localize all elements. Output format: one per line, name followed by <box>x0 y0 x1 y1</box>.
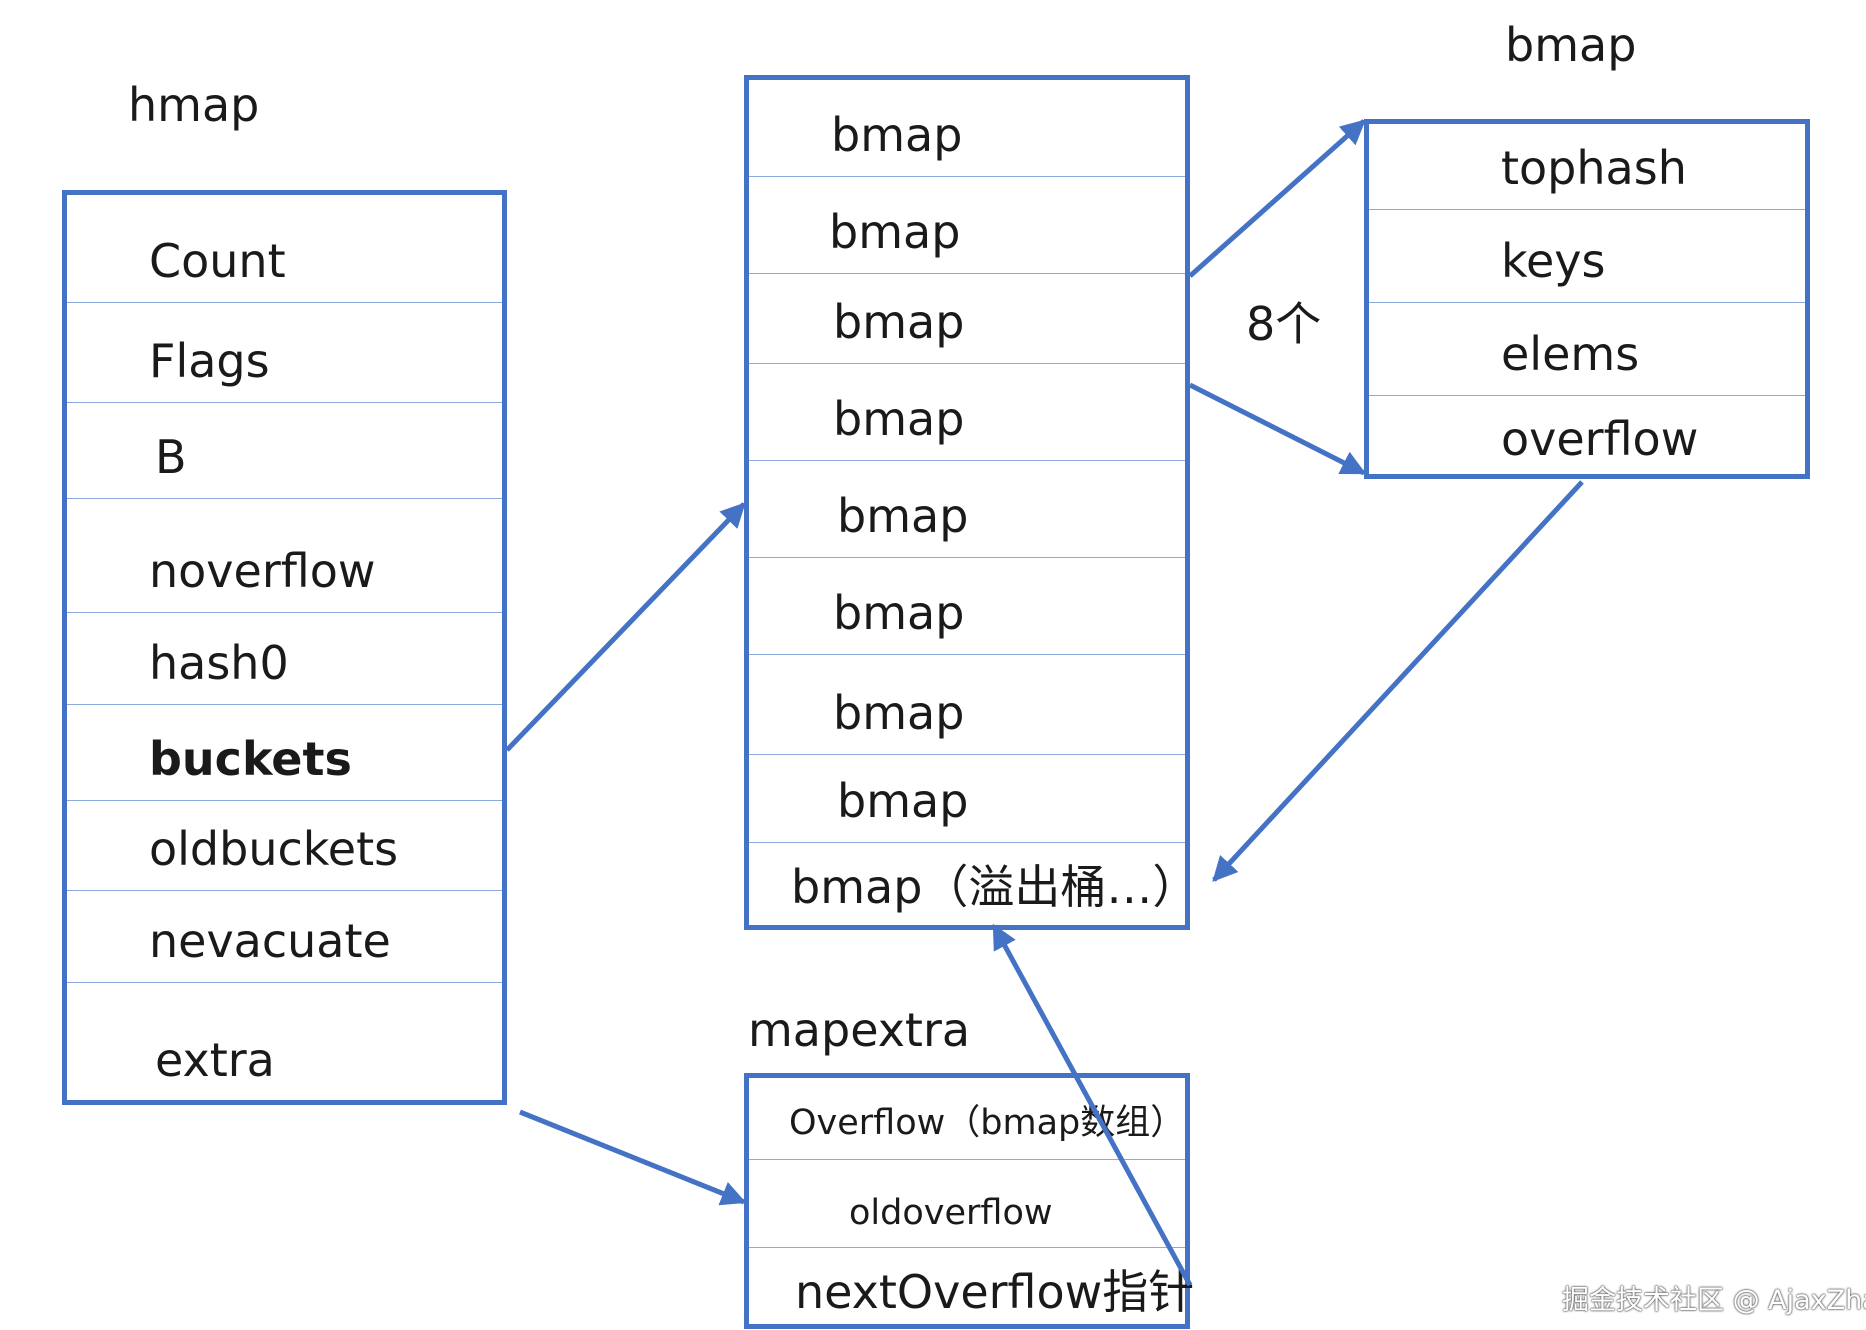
hmap-field-buckets: buckets <box>149 732 352 786</box>
hmap-field-hash0: hash0 <box>149 636 289 690</box>
mapextra-field-oldoverflow: oldoverflow <box>849 1193 1053 1233</box>
watermark: 掘金技术社区 @ AjaxZhan <box>1562 1285 1866 1316</box>
bucket-row: bmap <box>749 558 1185 655</box>
bucket-row: bmap <box>749 655 1185 755</box>
bucket-row: bmap（溢出桶…） <box>749 843 1198 931</box>
bucket-row: bmap <box>749 364 1185 461</box>
bmap-field-row: keys <box>1369 210 1805 303</box>
hmap-field-row: Flags <box>67 303 502 403</box>
bucket-row: bmap <box>749 755 1185 843</box>
mapextra-field-nextoverflow: nextOverflow指针 <box>795 1265 1195 1319</box>
mapextra-box: Overflow（bmap数组） oldoverflow nextOverflo… <box>744 1073 1194 1330</box>
arrow-extra-to-mapextra <box>519 1109 747 1206</box>
count-label: 8个 <box>1246 297 1322 351</box>
arrow-overflow-to-overflow-bucket <box>1212 480 1584 882</box>
arrow-bucket-to-bmap-top <box>1188 119 1366 278</box>
hmap-field-oldbuckets: oldbuckets <box>149 822 399 876</box>
hmap-box: Count Flags B noverflow hash0 buckets ol… <box>62 190 507 1105</box>
bmap-box: tophash keys elems overflow <box>1364 119 1810 479</box>
bucket-row: bmap <box>749 177 1185 274</box>
hmap-field-b: B <box>155 430 187 484</box>
hmap-field-row: noverflow <box>67 499 502 613</box>
bucket-item: bmap <box>837 489 969 543</box>
bmap-field-tophash: tophash <box>1501 141 1687 195</box>
mapextra-title: mapextra <box>748 1003 971 1057</box>
hmap-field-noverflow: noverflow <box>149 544 376 598</box>
hmap-field-extra: extra <box>155 1033 275 1087</box>
hmap-field-row: nevacuate <box>67 891 502 983</box>
hmap-field-row: extra <box>67 983 502 1101</box>
mapextra-field-overflow: Overflow（bmap数组） <box>789 1103 1186 1143</box>
mapextra-field-row: Overflow（bmap数组） <box>749 1078 1185 1160</box>
hmap-field-row: oldbuckets <box>67 801 502 891</box>
hmap-title: hmap <box>128 78 260 132</box>
bucket-item: bmap <box>829 205 961 259</box>
hmap-field-flags: Flags <box>149 334 270 388</box>
bucket-item-overflow: bmap（溢出桶…） <box>791 860 1199 914</box>
bucket-item: bmap <box>837 774 969 828</box>
bucket-row: bmap <box>749 80 1185 177</box>
hmap-field-row: hash0 <box>67 613 502 705</box>
bmap-title: bmap <box>1505 18 1637 72</box>
mapextra-field-row: oldoverflow <box>749 1160 1185 1248</box>
bucket-row: bmap <box>749 274 1185 364</box>
hmap-field-row: Count <box>67 195 502 303</box>
bucket-item: bmap <box>833 295 965 349</box>
arrow-buckets-to-array <box>505 502 746 752</box>
bmap-field-keys: keys <box>1501 234 1606 288</box>
buckets-box: bmap bmap bmap bmap bmap bmap bmap bmap … <box>744 75 1198 931</box>
bmap-field-row: tophash <box>1369 124 1805 210</box>
bucket-item: bmap <box>833 392 965 446</box>
mapextra-field-row: nextOverflow指针 <box>749 1248 1194 1330</box>
hmap-field-nevacuate: nevacuate <box>149 914 391 968</box>
arrow-bucket-to-bmap-bottom <box>1188 382 1367 476</box>
hmap-field-row: B <box>67 403 502 499</box>
hmap-field-row: buckets <box>67 705 502 801</box>
bmap-field-elems: elems <box>1501 327 1640 381</box>
bmap-field-row: elems <box>1369 303 1805 396</box>
bucket-item: bmap <box>831 108 963 162</box>
bmap-field-row: overflow <box>1369 396 1805 480</box>
hmap-field-count: Count <box>149 234 286 288</box>
bmap-field-overflow: overflow <box>1501 412 1699 466</box>
bucket-item: bmap <box>833 686 965 740</box>
bucket-item: bmap <box>833 586 965 640</box>
bucket-row: bmap <box>749 461 1185 558</box>
